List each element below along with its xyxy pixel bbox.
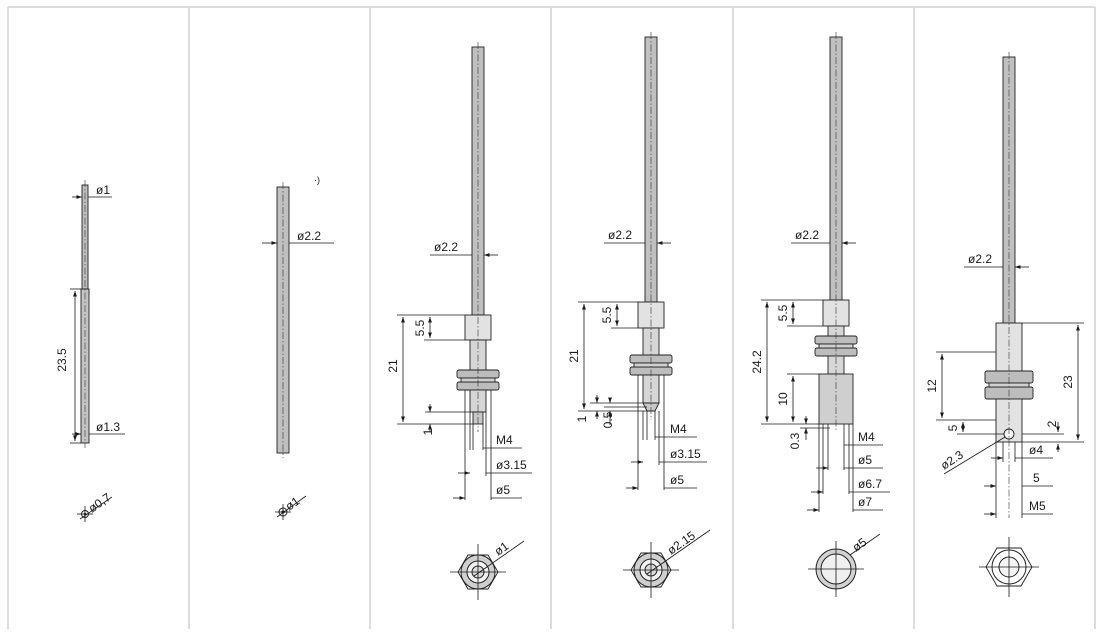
dim-tip-diameter: ø1: [96, 183, 110, 197]
dim-width: 5: [1033, 471, 1040, 485]
dim-hole-offset: 5: [946, 424, 960, 431]
dim-diameter-1: ø3.15: [496, 458, 527, 472]
stray-mark: ·): [314, 175, 320, 185]
dim-collar-length: 5.5: [600, 306, 614, 323]
dim-length: 23.5: [55, 348, 69, 372]
dim-thread: M4: [670, 422, 687, 436]
dim-thread: M4: [858, 430, 875, 444]
dim-body-diameter: ø1.3: [96, 420, 120, 434]
dim-thread: M5: [1029, 499, 1046, 513]
probe-2: ø2.2 ·) ø1: [262, 175, 334, 520]
dim-sleeve-length: 10: [776, 392, 790, 406]
dim-diameter: ø2.2: [795, 228, 819, 242]
end-view-diameter: ø1: [492, 539, 512, 559]
dim-diameter-2: ø5: [496, 483, 510, 497]
dim-diameter-1: ø5: [858, 453, 872, 467]
dim-tip-chamfer: 0.5: [601, 411, 615, 428]
dim-diameter: ø2.2: [297, 229, 321, 243]
dim-diameter-1: ø3.15: [670, 447, 701, 461]
dim-diameter: ø2.2: [434, 240, 458, 254]
dim-tip-offset: 0.3: [788, 432, 802, 449]
probe-3: ø2.2 5.5 21 1 M4 ø3.15 ø5: [386, 42, 532, 600]
dim-tip-length: 2: [1045, 420, 1059, 427]
dim-total-length: 23: [1061, 375, 1075, 389]
probe-4: ø2.2 5.5 21 1 0.5 M4 ø3.15: [567, 32, 711, 598]
dim-diameter: ø2.2: [608, 228, 632, 242]
dim-thread: M4: [496, 433, 513, 447]
end-view-diameter: ø5: [850, 535, 870, 555]
dim-diameter-3: ø7: [858, 495, 872, 509]
dim-diameter-2: ø6.7: [858, 477, 882, 491]
dim-total-length: 24.2: [750, 350, 764, 374]
probe-1: ø1 23.5 ø1.3 ø0,7: [55, 180, 125, 522]
dim-collar-length: 5.5: [776, 304, 790, 321]
dim-thread-length: 21: [567, 349, 581, 363]
dim-diameter-1: ø4: [1029, 443, 1043, 457]
dim-diameter: ø2.2: [968, 252, 992, 266]
dim-nut-position: 12: [925, 379, 939, 393]
dim-thread-length: 21: [386, 359, 400, 373]
end-view-diameter: ø2.15: [665, 528, 698, 557]
dim-tip-offset: 1: [575, 415, 589, 422]
probe-6: ø2.2 12 5 23 2 ø2.3 ø4 5: [925, 52, 1084, 597]
dim-diameter-2: ø5: [670, 473, 684, 487]
panel-grid: [7, 6, 1096, 629]
dim-collar-length: 5.5: [413, 319, 427, 336]
probe-5: ø2.2 5.5 24.2 10 0.3 M4 ø5: [750, 32, 890, 597]
dim-tip-offset: 1: [421, 428, 435, 435]
end-view-diameter: ø0,7: [86, 490, 114, 515]
